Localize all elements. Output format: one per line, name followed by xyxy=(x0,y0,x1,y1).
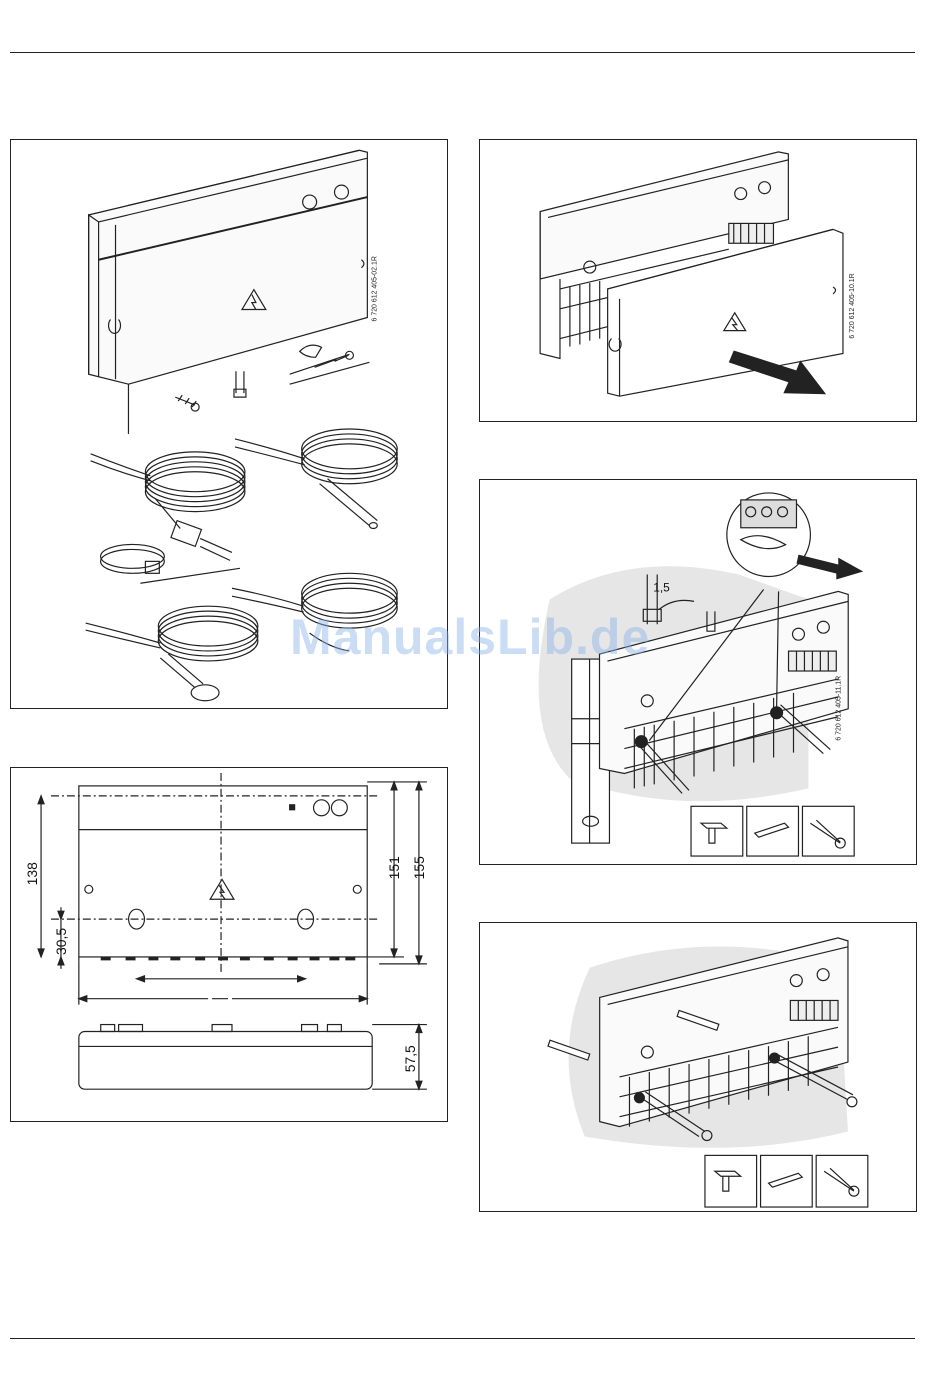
remove-cover-drawing: 6 720 612 405-10.1R xyxy=(480,140,916,421)
wall-mounting-drawing xyxy=(480,923,916,1211)
dimension-151: 151 xyxy=(386,856,402,879)
top-rule xyxy=(10,52,915,53)
figure-code-fig1: 6 720 612 405-02.1R xyxy=(371,256,378,321)
watermark: ManualsLib.de xyxy=(290,608,650,666)
figure-code-fig4: 6 720 612 405-11.1R xyxy=(835,676,842,741)
figure-remove-cover: 6 720 612 405-10.1R xyxy=(479,139,917,422)
dimension-57-5: 57,5 xyxy=(402,1045,418,1072)
bottom-rule xyxy=(10,1338,915,1339)
dimension-138: 138 xyxy=(24,862,40,885)
dimensions-drawing: 138 30,5 151 155 57,5 xyxy=(11,768,447,1121)
dimension-155: 155 xyxy=(411,856,427,879)
figure-code-fig3: 6 720 612 405-10.1R xyxy=(849,273,856,338)
figure-wall-mounting xyxy=(479,922,917,1212)
dimension-30-5: 30,5 xyxy=(53,928,69,955)
figure-wall-marking: 1,5 6 720 612 405-11.1R xyxy=(479,479,917,865)
dimension-1-5: 1,5 xyxy=(653,580,670,594)
wall-marking-drawing: 1,5 6 720 612 405-11.1R xyxy=(480,480,916,864)
figure-dimensions: 138 30,5 151 155 57,5 xyxy=(10,767,448,1122)
